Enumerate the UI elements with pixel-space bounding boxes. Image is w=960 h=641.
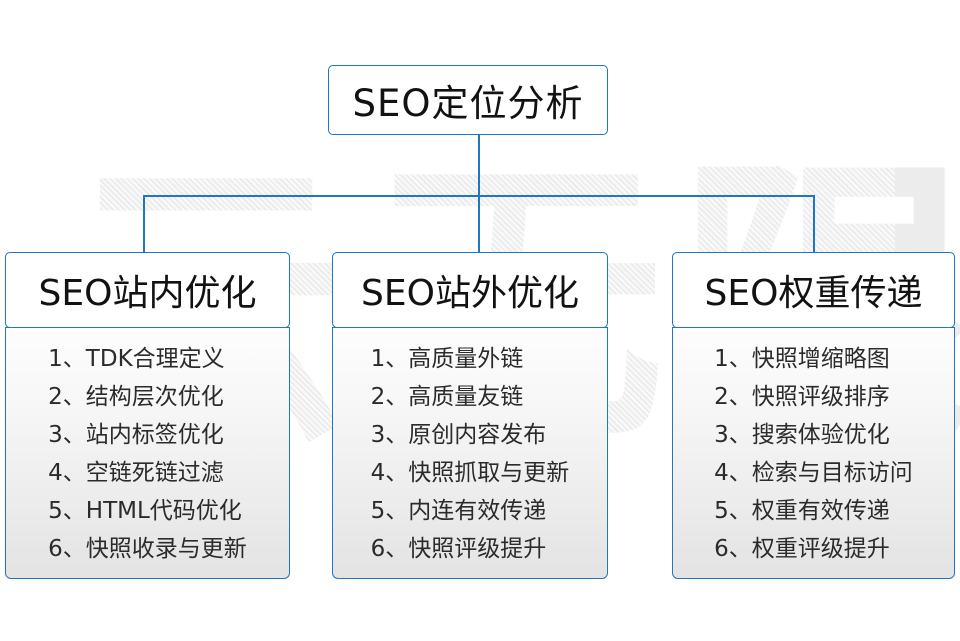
connector-branch-vertical-mid	[478, 195, 480, 252]
branch-column-1: SEO站内优化 1、TDK合理定义 2、结构层次优化 3、站内标签优化 4、空链…	[5, 252, 290, 579]
list-item: 4、快照抓取与更新	[370, 459, 570, 486]
list-item: 6、快照评级提升	[370, 535, 547, 562]
branch-list-2: 1、高质量外链 2、高质量友链 3、原创内容发布 4、快照抓取与更新 5、内连有…	[371, 340, 570, 568]
list-item: 4、检索与目标访问	[714, 459, 913, 486]
list-item: 3、原创内容发布	[370, 421, 547, 448]
list-item: 4、空链死链过滤	[48, 459, 224, 486]
list-item: 5、HTML代码优化	[48, 497, 242, 524]
branch-header-1[interactable]: SEO站内优化	[5, 252, 290, 328]
branch-body-3: 1、快照增缩略图 2、快照评级排序 3、搜索体验优化 4、检索与目标访问 5、权…	[672, 326, 955, 579]
list-item: 3、搜索体验优化	[714, 421, 890, 448]
connector-branch-vertical-right	[813, 195, 815, 252]
branch-column-3: SEO权重传递 1、快照增缩略图 2、快照评级排序 3、搜索体验优化 4、检索与…	[672, 252, 955, 579]
list-item: 1、快照增缩略图	[714, 345, 890, 372]
list-item: 1、TDK合理定义	[48, 345, 225, 372]
root-node-label: SEO定位分析	[352, 82, 584, 125]
branch-column-2: SEO站外优化 1、高质量外链 2、高质量友链 3、原创内容发布 4、快照抓取与…	[332, 252, 608, 579]
branch-body-1: 1、TDK合理定义 2、结构层次优化 3、站内标签优化 4、空链死链过滤 5、H…	[5, 326, 290, 579]
list-item: 6、权重评级提升	[714, 535, 890, 562]
branch-header-label-1: SEO站内优化	[38, 273, 257, 314]
branch-header-2[interactable]: SEO站外优化	[332, 252, 608, 328]
branch-list-1: 1、TDK合理定义 2、结构层次优化 3、站内标签优化 4、空链死链过滤 5、H…	[48, 340, 247, 568]
list-item: 2、高质量友链	[370, 383, 524, 410]
branch-body-2: 1、高质量外链 2、高质量友链 3、原创内容发布 4、快照抓取与更新 5、内连有…	[332, 326, 608, 579]
branch-header-label-2: SEO站外优化	[361, 273, 579, 314]
list-item: 5、内连有效传递	[370, 497, 547, 524]
branch-header-3[interactable]: SEO权重传递	[672, 252, 955, 328]
list-item: 3、站内标签优化	[48, 421, 224, 448]
list-item: 2、结构层次优化	[48, 383, 224, 410]
branch-list-3: 1、快照增缩略图 2、快照评级排序 3、搜索体验优化 4、检索与目标访问 5、权…	[714, 340, 913, 568]
root-node[interactable]: SEO定位分析	[328, 65, 608, 135]
branch-header-label-3: SEO权重传递	[704, 273, 923, 314]
list-item: 5、权重有效传递	[714, 497, 890, 524]
list-item: 6、快照收录与更新	[48, 535, 247, 562]
connector-root-vertical	[478, 135, 480, 196]
list-item: 1、高质量外链	[370, 345, 524, 372]
connector-branch-vertical-left	[143, 195, 145, 252]
list-item: 2、快照评级排序	[714, 383, 890, 410]
